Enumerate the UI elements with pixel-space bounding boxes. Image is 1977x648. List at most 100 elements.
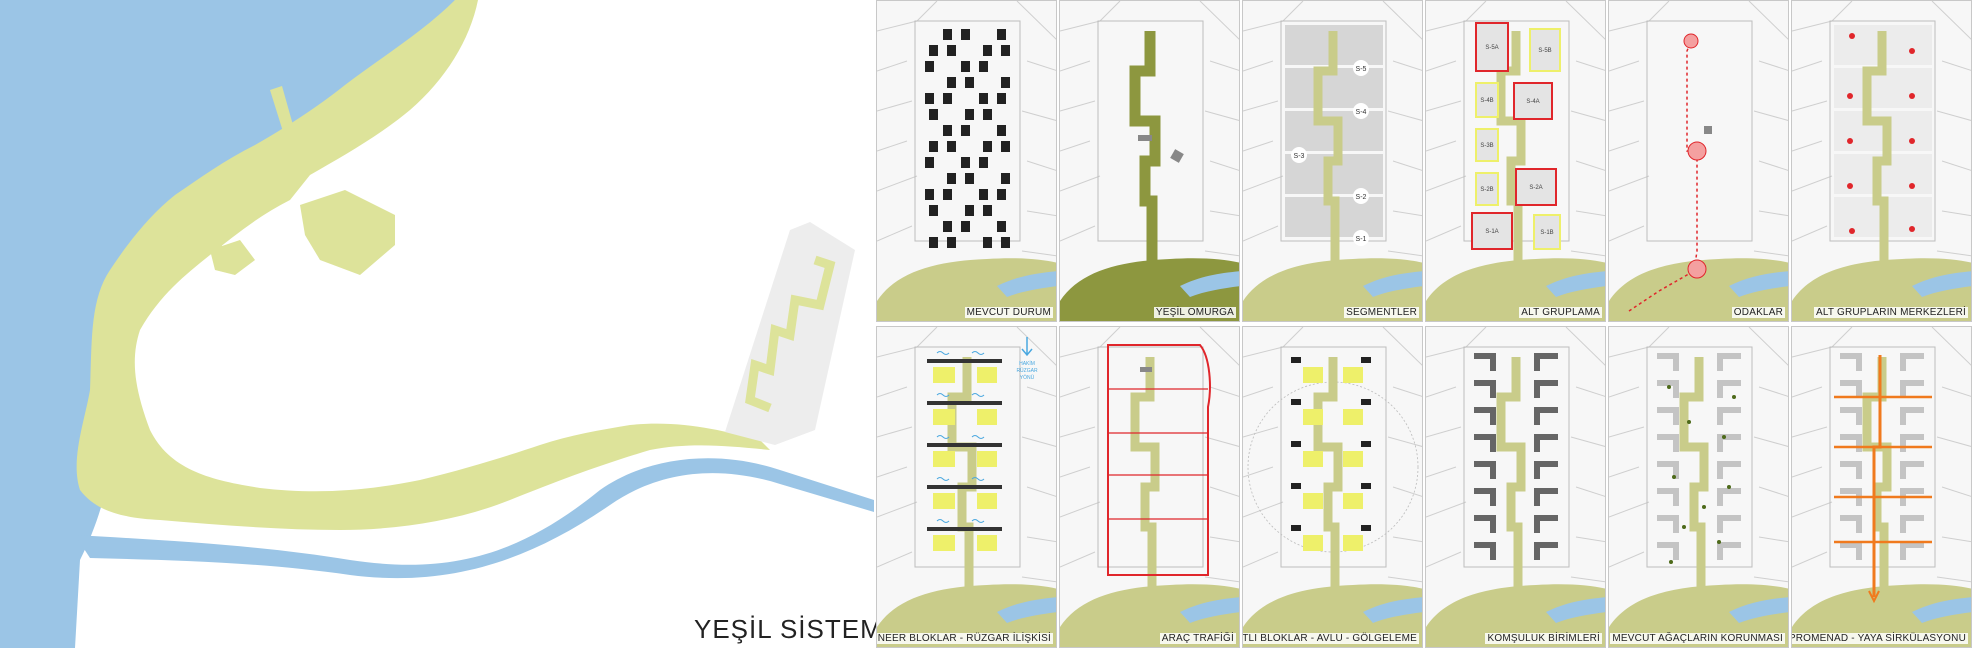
- map-label: S-4: [1356, 109, 1367, 116]
- courtyard: [1343, 367, 1363, 383]
- street-line: [1060, 225, 1096, 242]
- street-line: [1204, 436, 1239, 447]
- street-line: [1243, 327, 1304, 358]
- street-line: [1936, 576, 1971, 583]
- street-line: [877, 100, 913, 112]
- diagram-panel-yesil-omurga: YEŞİL OMURGA: [1059, 0, 1240, 322]
- neighborhood-unit: [1717, 542, 1741, 560]
- street-line: [1426, 60, 1457, 72]
- courtyard: [977, 535, 997, 551]
- street-line: [1199, 327, 1239, 366]
- neighborhood-unit: [1474, 353, 1496, 371]
- green-spine: [1313, 357, 1343, 595]
- courtyard: [933, 451, 955, 467]
- river: [997, 271, 1056, 297]
- river: [1180, 597, 1239, 623]
- street-line: [1392, 486, 1422, 497]
- building: [961, 29, 970, 40]
- building: [929, 45, 938, 56]
- green-spine: [1129, 31, 1161, 269]
- panel-drawing: [1426, 327, 1605, 647]
- building: [1001, 77, 1010, 88]
- segment-marker: [1353, 103, 1369, 119]
- street-line: [877, 60, 908, 72]
- courtyard: [977, 409, 997, 425]
- building: [983, 141, 992, 152]
- building: [961, 125, 970, 136]
- street-line: [1758, 536, 1788, 543]
- street-line: [1060, 551, 1096, 568]
- wind-wave: [936, 351, 985, 355]
- street-line: [1392, 210, 1422, 217]
- street-line: [1387, 110, 1422, 121]
- panel-drawing: [1060, 1, 1239, 321]
- focus-point: [1683, 33, 1699, 49]
- street-line: [1792, 426, 1828, 438]
- city-context: [1243, 1, 1422, 257]
- center-dot: [1909, 226, 1915, 232]
- panel-label: KOMŞULUK BİRİMLERİ: [1485, 633, 1602, 644]
- building: [1138, 135, 1152, 141]
- street-line: [1941, 536, 1971, 543]
- panel-label: MEVCUT DURUM: [964, 307, 1053, 318]
- street-line: [1753, 250, 1788, 257]
- building: [947, 141, 956, 152]
- neighborhood-unit: [1657, 515, 1679, 533]
- street-line: [1426, 100, 1462, 112]
- neighborhood-unit: [1474, 488, 1496, 506]
- center-dot: [1849, 33, 1855, 39]
- street-line: [1060, 140, 1091, 152]
- green-spine: [947, 357, 977, 595]
- street-line: [1609, 327, 1670, 358]
- street-line: [1243, 501, 1284, 518]
- neighborhood-unit: [1657, 461, 1679, 479]
- tree: [1672, 475, 1676, 479]
- coast-green: [1060, 258, 1239, 321]
- building: [929, 141, 938, 152]
- neighborhood-unit: [1474, 515, 1496, 533]
- street-line: [1753, 436, 1788, 447]
- building: [965, 173, 974, 184]
- street-line: [1565, 1, 1605, 40]
- street-line: [1758, 210, 1788, 217]
- center-dot: [1909, 138, 1915, 144]
- street-line: [1209, 60, 1239, 71]
- neighborhood-unit: [1657, 353, 1679, 371]
- street-line: [1609, 466, 1640, 478]
- tower-block: [1291, 525, 1301, 531]
- center-dot: [1909, 93, 1915, 99]
- street-line: [1609, 60, 1640, 72]
- city-context: [1609, 1, 1788, 257]
- courtyard: [1303, 409, 1323, 425]
- neighborhood-unit: [1534, 434, 1558, 452]
- panel-drawing: [1060, 327, 1239, 647]
- neighborhood-unit: [1534, 353, 1558, 371]
- segment-marker: [1353, 230, 1369, 246]
- wind-wave: [936, 393, 985, 397]
- street-line: [1387, 250, 1422, 257]
- street-line: [1392, 536, 1422, 543]
- panel-label: ALT GRUPLARIN MERKEZLERİ: [1813, 307, 1968, 318]
- street-line: [1060, 501, 1101, 518]
- street-line: [1758, 160, 1788, 171]
- street-line: [1575, 536, 1605, 543]
- diagram-panel-alt-gruplarin-merkezleri: ALT GRUPLARIN MERKEZLERİ: [1791, 0, 1972, 322]
- street-line: [1941, 210, 1971, 217]
- street-line: [1936, 110, 1971, 121]
- street-line: [1609, 386, 1640, 398]
- panel-label: ODAKLAR: [1731, 307, 1785, 318]
- diagram-panel-katli-bloklar: 12 KATLI BLOKLAR - AVLU - GÖLGELEME: [1242, 326, 1423, 648]
- pier-north: [270, 86, 300, 154]
- green-spine: [1130, 357, 1160, 595]
- tower-block: [1361, 483, 1371, 489]
- site-boundary: [1646, 20, 1753, 242]
- courtyard: [1343, 451, 1363, 467]
- city-context: [1792, 1, 1971, 257]
- map-label: YÖNÜ: [1020, 374, 1035, 381]
- courtyard: [1303, 367, 1323, 383]
- tree: [1732, 395, 1736, 399]
- street-line: [1426, 466, 1457, 478]
- building: [965, 77, 974, 88]
- focus-path: [1628, 40, 1698, 312]
- map-label: S-3: [1294, 153, 1305, 160]
